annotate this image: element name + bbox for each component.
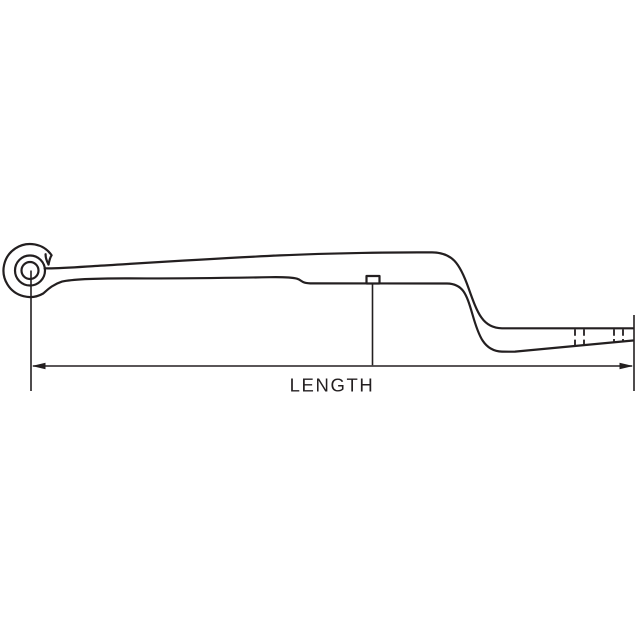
arrowhead-right — [619, 362, 634, 370]
spring-outline-group — [2, 242, 635, 353]
eye-bushing-bore — [20, 260, 40, 281]
leaf-top-outline — [43, 251, 635, 330]
arrowhead-left — [31, 362, 46, 370]
dimension-group — [30, 270, 635, 391]
eye-bushing-outer — [13, 254, 47, 287]
eye-wrap-tip — [44, 253, 50, 266]
arrowheads — [31, 362, 634, 370]
leaf-bottom-outline — [2, 242, 635, 353]
break-marks — [574, 329, 624, 346]
dimension-label: LENGTH — [290, 375, 375, 396]
center-bolt-head — [365, 274, 381, 285]
